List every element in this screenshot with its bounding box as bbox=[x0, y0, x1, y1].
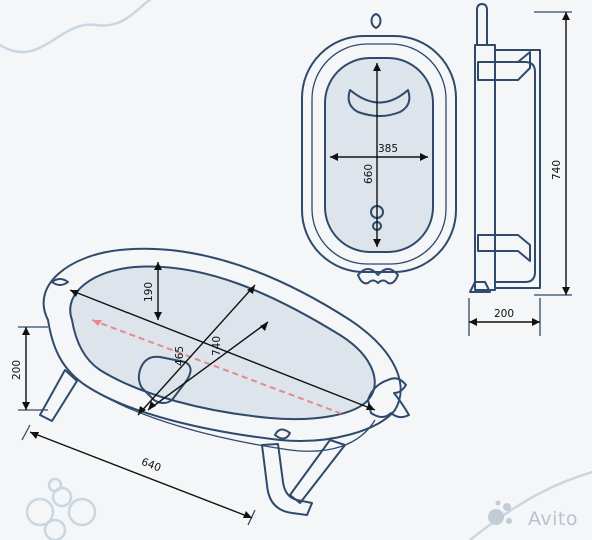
iso-base-length-label: 640 bbox=[140, 456, 163, 474]
iso-hook-icon bbox=[51, 278, 69, 286]
bubbles-decoration bbox=[25, 477, 97, 540]
top-view bbox=[301, 13, 457, 285]
isometric-view bbox=[39, 247, 410, 516]
iso-base-length-dimension: 640 bbox=[21, 424, 256, 526]
side-length-dimension: 740 bbox=[534, 11, 572, 296]
side-width-label: 200 bbox=[494, 308, 514, 320]
iso-leg-height-dimension: 200 bbox=[11, 326, 48, 411]
iso-height-label: 190 bbox=[143, 282, 155, 302]
iso-length-label: 740 bbox=[211, 336, 223, 356]
iso-inner-width-dimension: 465 bbox=[147, 321, 269, 411]
iso-headrest-icon bbox=[137, 355, 192, 404]
top-length-label: 660 bbox=[363, 164, 375, 184]
side-view bbox=[469, 3, 541, 293]
headrest-icon bbox=[347, 89, 411, 117]
hang-hook-icon bbox=[370, 13, 382, 29]
watermark-brand: Avito bbox=[528, 508, 578, 530]
top-width-dimension: 385 bbox=[330, 143, 428, 161]
iso-leg-height-label: 200 bbox=[11, 360, 23, 380]
iso-tap-icon bbox=[367, 377, 410, 419]
iso-length-dimension: 740 bbox=[69, 289, 376, 411]
iso-height-dimension: 190 bbox=[143, 262, 162, 320]
wave-decoration bbox=[0, 0, 153, 54]
avito-logo-icon bbox=[488, 500, 512, 525]
iso-inner-width-label: 465 bbox=[174, 346, 186, 366]
wave-decoration-bottom bbox=[469, 470, 592, 540]
iso-width-dimension bbox=[137, 284, 256, 416]
inner-length-guide bbox=[91, 319, 346, 416]
top-length-dimension: 660 bbox=[363, 63, 381, 247]
side-width-dimension: 200 bbox=[468, 298, 541, 336]
tap-icon bbox=[357, 268, 399, 285]
side-length-label: 740 bbox=[551, 160, 563, 180]
top-width-label: 385 bbox=[378, 143, 398, 155]
